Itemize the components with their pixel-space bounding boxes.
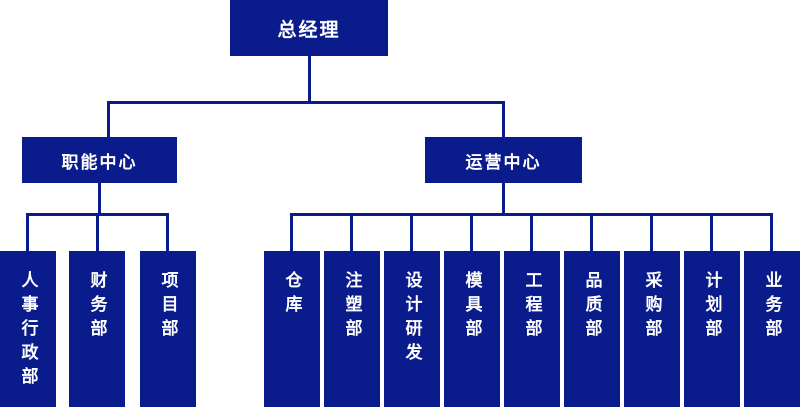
org-node-quality-dept: 品质部 <box>564 251 620 407</box>
org-node-design-rd-dept: 设计研发 <box>384 251 440 407</box>
org-node-project-dept: 项目部 <box>140 251 196 407</box>
connector-drop-warehouse <box>290 213 293 252</box>
connector-drop-mold <box>470 213 473 252</box>
connector-operations-stem <box>502 183 505 215</box>
org-node-business-dept: 业务部 <box>744 251 800 407</box>
org-node-general-manager: 总经理 <box>230 0 388 56</box>
org-node-mold-dept: 模具部 <box>444 251 500 407</box>
connector-root-stem <box>308 56 311 103</box>
connector-drop-hr-admin <box>26 213 29 252</box>
connector-level1-horizontal <box>107 101 505 104</box>
org-node-injection-molding-dept: 注塑部 <box>324 251 380 407</box>
org-node-engineering-dept: 工程部 <box>504 251 560 407</box>
connector-functional-stem <box>98 183 101 215</box>
connector-drop-design-rd <box>410 213 413 252</box>
connector-drop-planning <box>710 213 713 252</box>
org-node-operations-center: 运营中心 <box>425 137 582 183</box>
org-node-planning-dept: 计划部 <box>684 251 740 407</box>
connector-drop-operations <box>502 101 505 138</box>
connector-drop-purchasing <box>650 213 653 252</box>
connector-drop-functional <box>107 101 110 138</box>
connector-drop-project <box>166 213 169 252</box>
connector-drop-business <box>770 213 773 252</box>
org-node-finance-dept: 财务部 <box>69 251 125 407</box>
connector-drop-engineering <box>530 213 533 252</box>
connector-drop-injection-molding <box>350 213 353 252</box>
org-node-purchasing-dept: 采购部 <box>624 251 680 407</box>
org-node-hr-admin-dept: 人事行政部 <box>0 251 56 407</box>
connector-drop-quality <box>590 213 593 252</box>
org-node-warehouse: 仓库 <box>264 251 320 407</box>
org-node-functional-center: 职能中心 <box>22 137 177 183</box>
connector-drop-finance <box>96 213 99 252</box>
